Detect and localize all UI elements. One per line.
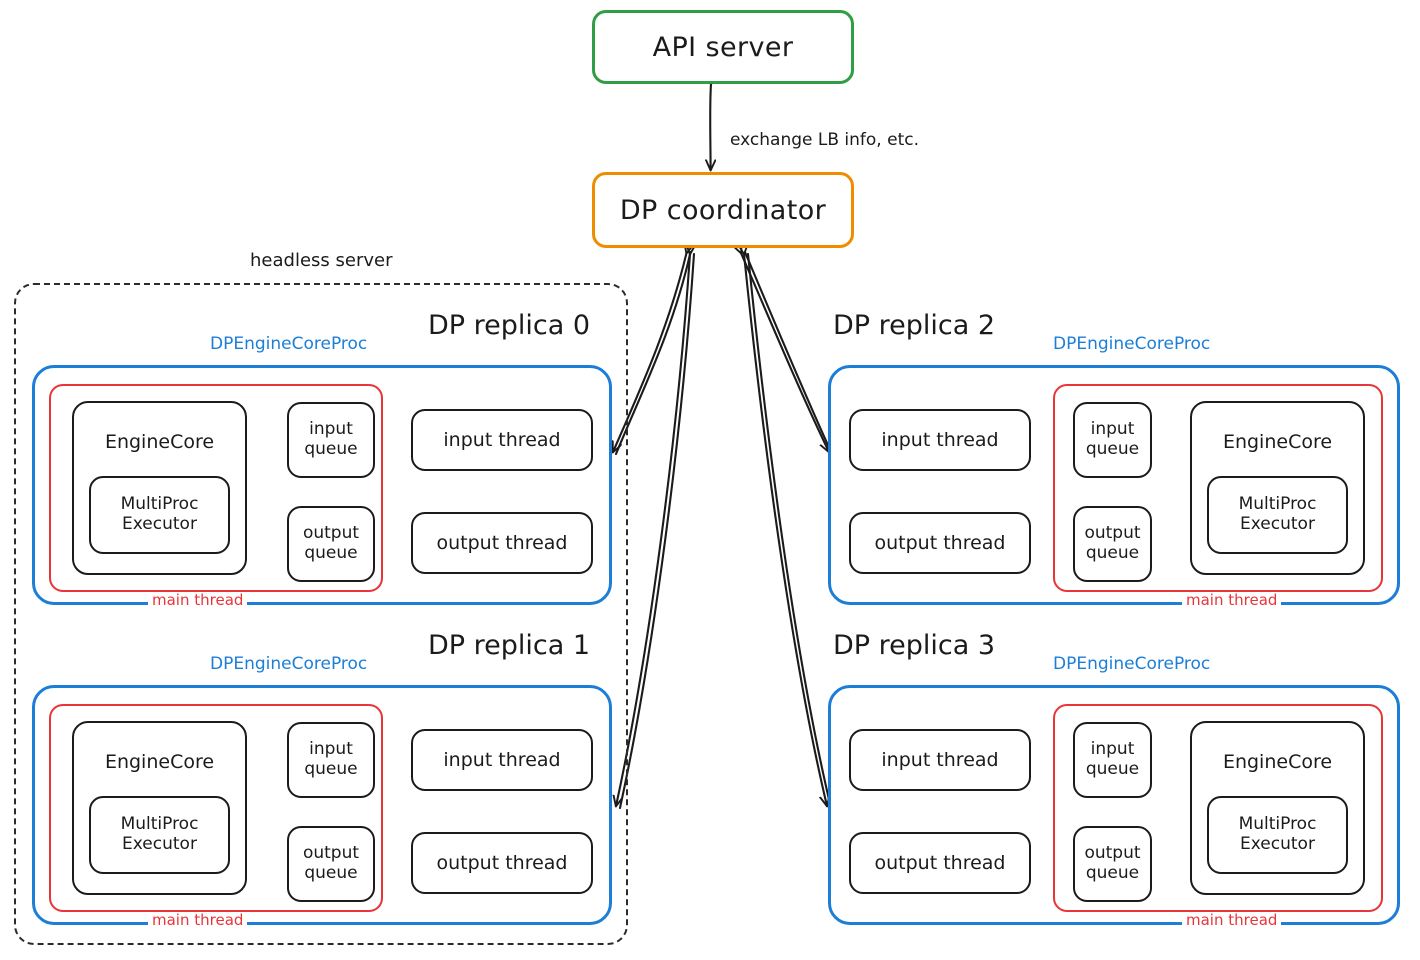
dp-replica-2-output-thread-label: output thread <box>874 532 1006 554</box>
dp-replica-3-output-thread[interactable]: output thread <box>849 832 1031 894</box>
dp-replica-3-input-thread[interactable]: input thread <box>849 729 1031 791</box>
dp-replica-2-multiproc-executor[interactable]: MultiProc Executor <box>1207 476 1348 554</box>
dp-replica-0-output-thread[interactable]: output thread <box>411 512 593 574</box>
dp-replica-1-main-thread-label: main thread <box>148 911 248 930</box>
dp-replica-0-output-queue[interactable]: output queue <box>287 506 375 582</box>
dp-replica-3-main-thread-label: main thread <box>1182 911 1282 930</box>
dp-replica-2-input-thread[interactable]: input thread <box>849 409 1031 471</box>
dp-replica-2-input-queue-label: input queue <box>1085 419 1140 459</box>
dp-replica-0-input-queue-label: input queue <box>304 419 358 459</box>
dp-replica-2-main-thread-box <box>1053 384 1383 592</box>
dp-replica-1-input-thread[interactable]: input thread <box>411 729 593 791</box>
dp-replica-3-main-thread-box <box>1053 704 1383 912</box>
dp-replica-3-output-queue-label: output queue <box>1084 843 1141 883</box>
dp-coordinator-node[interactable]: DP coordinator <box>592 172 854 248</box>
dp-replica-3-input-thread-label: input thread <box>881 749 999 771</box>
headless-server-label: headless server <box>250 250 393 271</box>
api-server-label: API server <box>652 31 794 63</box>
dp-replica-0-input-queue[interactable]: input queue <box>287 402 375 478</box>
api-server-node[interactable]: API server <box>592 10 854 84</box>
dp-replica-3-title: DP replica 3 <box>833 630 996 661</box>
dp-coordinator-label: DP coordinator <box>619 194 827 226</box>
dp-replica-2-input-thread-label: input thread <box>881 429 999 451</box>
dp-replica-2-output-queue-label: output queue <box>1084 523 1141 563</box>
dp-replica-1-main-thread-box <box>49 704 383 912</box>
dp-replica-3-engine-core-label: EngineCore <box>1222 751 1333 773</box>
dp-replica-1-input-queue-label: input queue <box>304 739 358 779</box>
dp-replica-3-proc-label: DPEngineCoreProc <box>1053 654 1211 674</box>
dp-replica-0-output-queue-label: output queue <box>302 523 360 563</box>
dp-replica-1-output-queue[interactable]: output queue <box>287 826 375 902</box>
dp-replica-3-output-queue[interactable]: output queue <box>1073 826 1152 902</box>
dp-replica-3-multiproc-executor[interactable]: MultiProc Executor <box>1207 796 1348 874</box>
dp-replica-2-multiproc-executor-label: MultiProc Executor <box>1238 494 1317 534</box>
dp-replica-2-engine-core-label: EngineCore <box>1222 431 1333 453</box>
dp-replica-0-main-thread-box <box>49 384 383 592</box>
dp-replica-0-multiproc-executor[interactable]: MultiProc Executor <box>89 476 230 554</box>
dp-replica-1-input-thread-label: input thread <box>443 749 561 771</box>
dp-replica-1-output-queue-label: output queue <box>302 843 360 883</box>
dp-replica-2-title: DP replica 2 <box>833 310 996 341</box>
headless-server-boundary <box>14 283 628 945</box>
dp-replica-1-engine-core-label: EngineCore <box>104 751 215 773</box>
dp-replica-0-engine-core-label: EngineCore <box>104 431 215 453</box>
dp-replica-2-output-queue[interactable]: output queue <box>1073 506 1152 582</box>
dp-replica-1-multiproc-executor[interactable]: MultiProc Executor <box>89 796 230 874</box>
dp-replica-0-title: DP replica 0 <box>428 310 591 341</box>
dp-replica-2-input-queue[interactable]: input queue <box>1073 402 1152 478</box>
dp-replica-1-title: DP replica 1 <box>428 630 591 661</box>
dp-replica-0-multiproc-executor-label: MultiProc Executor <box>120 494 199 534</box>
dp-replica-1-output-thread[interactable]: output thread <box>411 832 593 894</box>
dp-replica-2-output-thread[interactable]: output thread <box>849 512 1031 574</box>
dp-replica-1-input-queue[interactable]: input queue <box>287 722 375 798</box>
dp-replica-1-output-thread-label: output thread <box>436 852 568 874</box>
dp-replica-3-input-queue-label: input queue <box>1085 739 1140 779</box>
dp-replica-3-multiproc-executor-label: MultiProc Executor <box>1238 814 1317 854</box>
dp-replica-2-proc-label: DPEngineCoreProc <box>1053 334 1211 354</box>
dp-replica-0-input-thread-label: input thread <box>443 429 561 451</box>
dp-replica-2-main-thread-label: main thread <box>1182 591 1282 610</box>
dp-replica-1-proc-label: DPEngineCoreProc <box>210 654 368 674</box>
exchange-link-label: exchange LB info, etc. <box>730 130 919 150</box>
dp-replica-0-main-thread-label: main thread <box>148 591 248 610</box>
dp-replica-3-input-queue[interactable]: input queue <box>1073 722 1152 798</box>
dp-replica-0-proc-label: DPEngineCoreProc <box>210 334 368 354</box>
dp-replica-1-multiproc-executor-label: MultiProc Executor <box>120 814 199 854</box>
dp-replica-0-input-thread[interactable]: input thread <box>411 409 593 471</box>
dp-replica-0-output-thread-label: output thread <box>436 532 568 554</box>
dp-replica-3-output-thread-label: output thread <box>874 852 1006 874</box>
